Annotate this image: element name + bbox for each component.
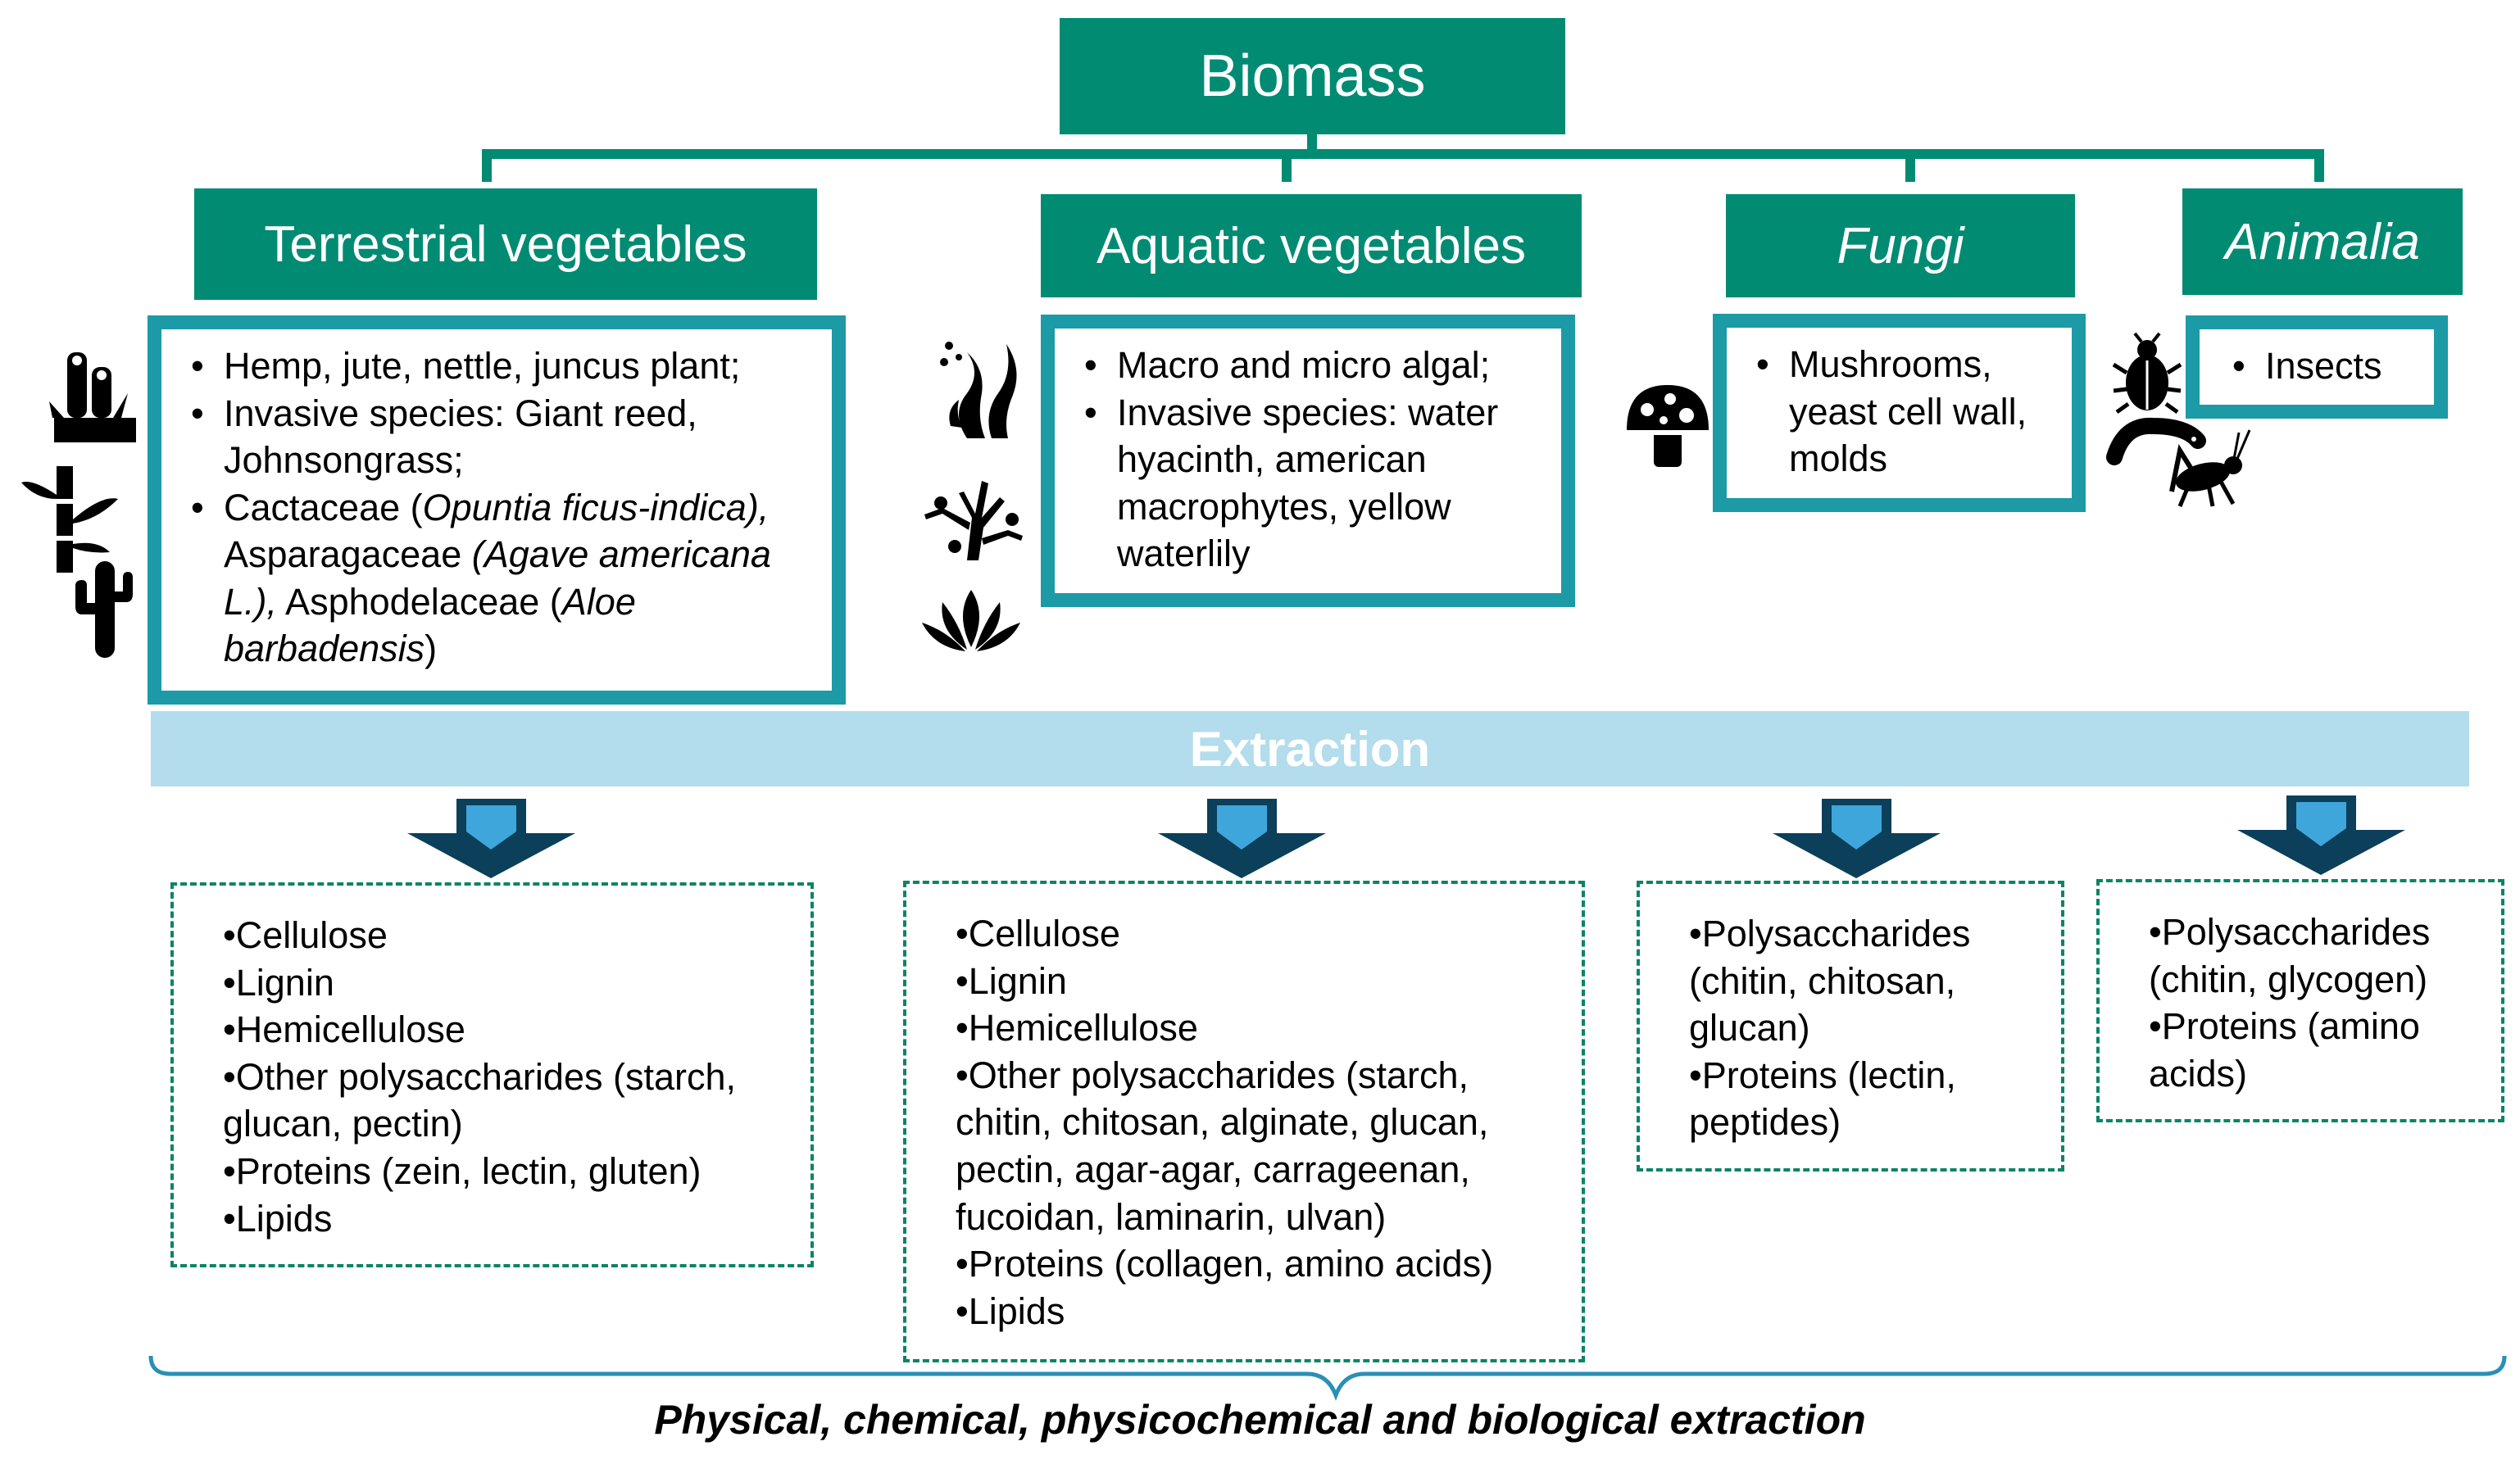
list-item: Macro and micro algal; [1084, 342, 1545, 389]
list-item: Hemp, jute, nettle, juncus plant; [191, 342, 815, 390]
list-item: •Hemicellulose [956, 1007, 1198, 1049]
arrow-down-icon [1158, 799, 1326, 878]
beetle-icon [2112, 332, 2182, 415]
list-item: •Hemicellulose [223, 1008, 465, 1051]
lotus-icon [922, 590, 1020, 651]
list-item: •Other polysaccharides (starch, glucan, … [223, 1055, 737, 1145]
arrow-down-icon [1773, 799, 1941, 878]
list-item: •Cellulose [223, 914, 388, 956]
list-item: •Polysaccharides (chitin, glycogen) [2149, 911, 2431, 1000]
fungi-source-box: Mushrooms, yeast cell wall, molds [1713, 314, 2086, 512]
aquatic-products-box: •Cellulose •Lignin •Hemicellulose •Other… [903, 881, 1585, 1362]
list-item: •Lignin [956, 959, 1067, 1002]
list-item: Cactaceae (Opuntia ficus-indica), Aspara… [191, 484, 815, 673]
worm-icon [2106, 417, 2206, 465]
category-animalia: Animalia [2182, 188, 2463, 295]
category-fungi: Fungi [1726, 194, 2075, 297]
list-item: •Proteins (amino acids) [2149, 1005, 2420, 1095]
list-item: •Proteins (lectin, peptides) [1689, 1054, 1956, 1144]
arrow-down-icon [407, 799, 575, 878]
category-aquatic: Aquatic vegetables [1041, 194, 1582, 297]
arrow-down-icon [2237, 795, 2405, 875]
coral-icon [924, 481, 1023, 560]
bottom-brace [148, 1355, 2507, 1401]
list-item: •Cellulose [956, 913, 1120, 954]
list-item: Invasive species: water hyacinth, americ… [1084, 389, 1545, 578]
terrestrial-source-box: Hemp, jute, nettle, juncus plant; Invasi… [148, 315, 846, 705]
list-item: Mushrooms, yeast cell wall, molds [1756, 341, 2055, 483]
list-item: •Lipids [956, 1289, 1065, 1332]
biomass-header: Biomass [1060, 18, 1565, 134]
list-item: •Proteins (collagen, amino acids) [956, 1243, 1494, 1285]
footer-caption: Physical, chemical, physicochemical and … [654, 1397, 1866, 1443]
connector-drop-1 [482, 149, 492, 182]
connector-drop-4 [2314, 149, 2324, 182]
list-item: •Lignin [223, 961, 334, 1004]
cactus-icon [75, 561, 133, 658]
connector-drop-3 [1905, 149, 1915, 182]
terrestrial-products-box: •Cellulose •Lignin •Hemicellulose •Other… [170, 882, 814, 1267]
bamboo-icon [21, 466, 118, 573]
list-item: •Other polysaccharides (starch, chitin, … [956, 1054, 1489, 1238]
animalia-source-box: Insects [2186, 315, 2448, 419]
list-item: •Lipids [223, 1197, 333, 1240]
list-item: •Polysaccharides (chitin, chitosan, gluc… [1689, 913, 1971, 1049]
mushroom-icon [1627, 385, 1709, 467]
fungi-products-box: •Polysaccharides (chitin, chitosan, gluc… [1637, 881, 2064, 1172]
category-terrestrial: Terrestrial vegetables [194, 188, 817, 300]
list-item: Insects [2232, 342, 2418, 390]
list-item: •Proteins (zein, lectin, gluten) [223, 1149, 702, 1192]
plant-pot-icon [49, 352, 136, 442]
seaweed-icon [940, 342, 1017, 438]
cricket-icon [2169, 429, 2251, 507]
list-item: Invasive species: Giant reed, Johnsongra… [191, 390, 815, 484]
connector-drop-2 [1282, 149, 1292, 182]
connector-horizontal [482, 149, 2324, 159]
extraction-band: Extraction [151, 711, 2469, 786]
animalia-products-box: •Polysaccharides (chitin, glycogen) •Pro… [2096, 879, 2504, 1122]
aquatic-source-box: Macro and micro algal; Invasive species:… [1041, 315, 1575, 607]
